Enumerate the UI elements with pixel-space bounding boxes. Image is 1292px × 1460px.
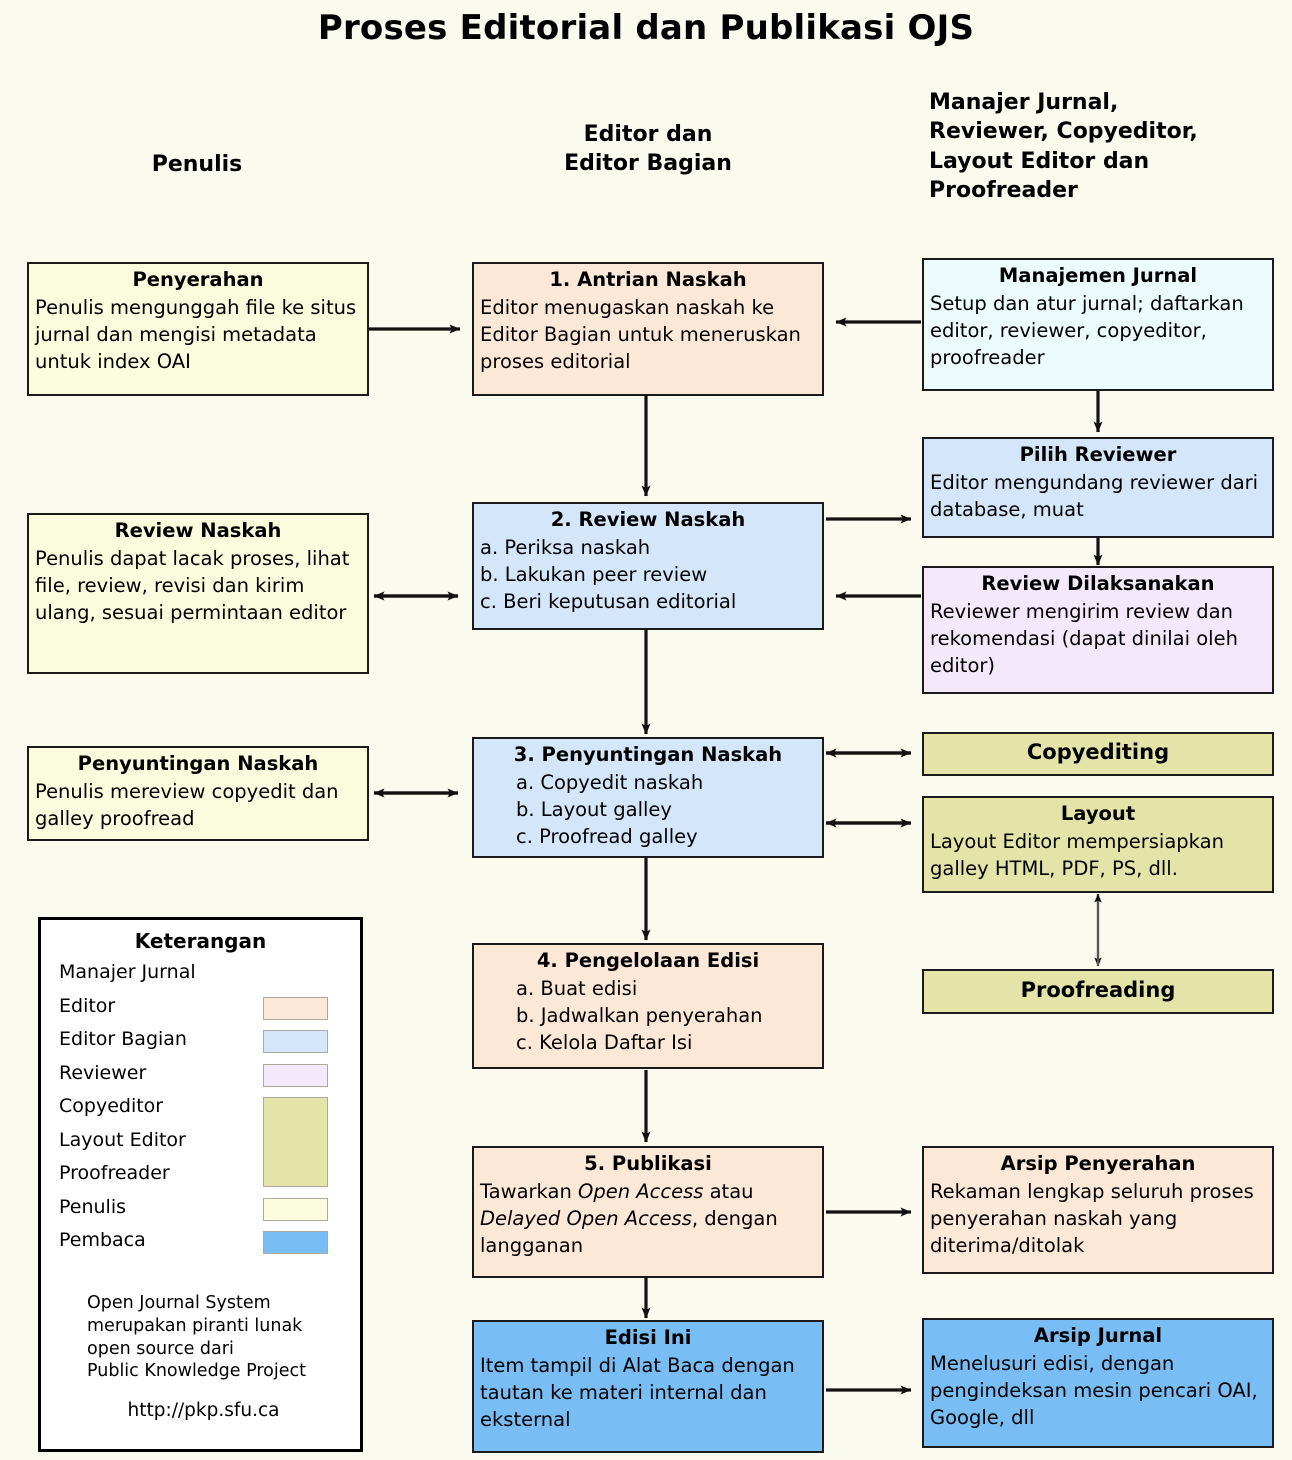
box-title: Penyuntingan Naskah [77,752,319,775]
box-title: 5. Publikasi [584,1152,712,1175]
box-body: Item tampil di Alat Baca dengan tautan k… [480,1353,795,1432]
box-title: 3. Penyuntingan Naskah [513,743,783,766]
box-title: 1. Antrian Naskah [549,268,747,291]
plain-text: Tawarkan [480,1179,579,1203]
box-arsip-penyerahan[interactable]: Arsip Penyerahan Rekaman lengkap seluruh… [922,1146,1274,1274]
legend-label-layout-editor: Layout Editor [59,1128,186,1151]
box-title: Copyediting [1026,740,1170,765]
legend-title: Keterangan [134,929,267,953]
box-item: b. Layout galley [516,797,672,821]
box-pilih-reviewer[interactable]: Pilih Reviewer Editor mengundang reviewe… [922,437,1274,538]
box-body: Editor menugaskan naskah ke Editor Bagia… [480,295,801,374]
legend-label-proofreader: Proofreader [59,1162,170,1184]
box-title: Penyerahan [132,268,264,291]
box-layout[interactable]: Layout Layout Editor mempersiapkan galle… [922,796,1274,893]
box-title: Review Dilaksanakan [981,572,1215,595]
emphasis-text: Open Access [578,1179,704,1203]
box-item: c. Kelola Daftar Isi [516,1031,693,1055]
box-edisi-ini[interactable]: Edisi Ini Item tampil di Alat Baca denga… [472,1320,824,1453]
box-manajemen-jurnal[interactable]: Manajemen Jurnal Setup dan atur jurnal; … [922,258,1274,391]
box-publikasi[interactable]: 5. Publikasi Tawarkan Open Access atau D… [472,1146,824,1278]
box-title: Arsip Penyerahan [1000,1152,1196,1175]
legend-swatch-reviewer [263,1063,328,1087]
legend-swatch-editor [263,996,328,1020]
box-item: c. Beri keputusan editorial [480,590,737,614]
box-arsip-jurnal[interactable]: Arsip Jurnal Menelusuri edisi, dengan pe… [922,1318,1274,1448]
column-header-penulis: Penulis [151,152,243,177]
legend-note: Open Journal System merupakan piranti lu… [87,1293,306,1382]
box-body: Rekaman lengkap seluruh proses penyeraha… [930,1179,1254,1258]
box-penyerahan[interactable]: Penyerahan Penulis mengunggah file ke si… [27,262,369,396]
box-body: Editor mengundang reviewer dari database… [930,470,1259,521]
column-header-editor: Editor dan Editor Bagian [564,122,732,177]
plain-text: atau [703,1179,754,1203]
legend-swatch-copyeditor-layout-proofreader [263,1097,328,1187]
box-title: Manajemen Jurnal [998,264,1198,287]
box-review-naskah-penulis[interactable]: Review Naskah Penulis dapat lacak proses… [27,513,369,674]
box-body: Penulis mengunggah file ke situs jurnal … [35,295,357,374]
box-title: Review Naskah [114,519,282,542]
legend-label-editor: Editor [59,994,116,1017]
box-item: a. Buat edisi [516,976,638,1000]
box-copyediting[interactable]: Copyediting [922,732,1274,776]
box-title: Arsip Jurnal [1033,1324,1163,1347]
box-antrian-naskah[interactable]: 1. Antrian Naskah Editor menugaskan nask… [472,262,824,396]
box-review-dilaksanakan[interactable]: Review Dilaksanakan Reviewer mengirim re… [922,566,1274,694]
legend-label-pembaca: Pembaca [59,1229,146,1251]
box-review-naskah[interactable]: 2. Review Naskah a. Periksa naskah b. La… [472,502,824,630]
page-title: Proses Editorial dan Publikasi OJS [317,8,975,48]
legend-swatch-editor-bagian [263,1030,328,1053]
legend-label-penulis: Penulis [59,1195,127,1218]
box-pengelolaan-edisi[interactable]: 4. Pengelolaan Edisi a. Buat edisi b. Ja… [472,943,824,1069]
legend-label-reviewer: Reviewer [59,1061,147,1084]
legend-swatch-pembaca [263,1231,328,1254]
legend-label-manajer-jurnal: Manajer Jurnal [59,961,196,983]
box-title: Pilih Reviewer [1019,443,1177,466]
box-proofreading[interactable]: Proofreading [922,969,1274,1014]
box-body: Tawarkan Open Access atau Delayed Open A… [480,1178,816,1260]
box-penyuntingan-naskah-penulis[interactable]: Penyuntingan Naskah Penulis mereview cop… [27,746,369,841]
box-title: 2. Review Naskah [550,508,746,531]
box-body: Layout Editor mempersiapkan galley HTML,… [930,829,1224,880]
column-header-manajer: Manajer Jurnal, Reviewer, Copyeditor, La… [929,90,1198,203]
box-item: b. Jadwalkan penyerahan [516,1003,763,1027]
box-title: 4. Pengelolaan Edisi [536,949,760,972]
box-body: Penulis dapat lacak proses, lihat file, … [35,546,350,625]
legend-label-copyeditor: Copyeditor [59,1095,164,1117]
box-title: Layout [1060,802,1136,825]
box-body: Menelusuri edisi, dengan pengindeksan me… [930,1351,1258,1430]
emphasis-text: Delayed Open Access [480,1206,692,1230]
legend-url: http://pkp.sfu.ca [127,1400,280,1421]
box-item: a. Periksa naskah [480,535,651,559]
box-item: c. Proofread galley [516,825,698,849]
box-title: Proofreading [1020,977,1176,1002]
box-penyuntingan-naskah[interactable]: 3. Penyuntingan Naskah a. Copyedit naska… [472,737,824,858]
box-body: Reviewer mengirim review dan rekomendasi… [930,599,1238,678]
box-body: Setup dan atur jurnal; daftarkan editor,… [930,291,1244,370]
box-title: Edisi Ini [604,1326,692,1349]
box-item: a. Copyedit naskah [516,770,704,794]
legend-label-editor-bagian: Editor Bagian [59,1028,187,1050]
box-body: Penulis mereview copyedit dan galley pro… [35,779,339,830]
box-item: b. Lakukan peer review [480,562,708,586]
plain-text: , dengan langganan [480,1206,778,1258]
legend-swatch-penulis [263,1197,328,1221]
